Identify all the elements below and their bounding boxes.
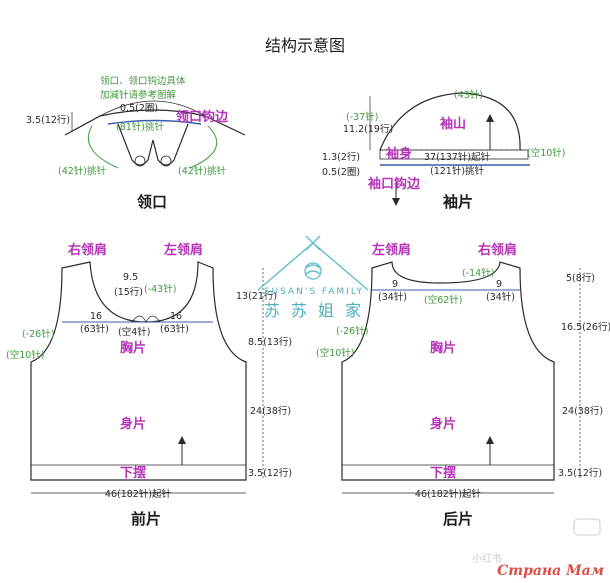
front-neck-dec: (-43针) bbox=[144, 283, 176, 295]
back-w-right: 9 bbox=[496, 279, 502, 290]
back-right-shoulder: 右领肩 bbox=[477, 242, 517, 258]
watermark-corner: Страна Мам bbox=[497, 563, 604, 579]
yarn-ball-strands bbox=[305, 264, 321, 275]
collar-pickup: (81针)挑针 bbox=[116, 121, 165, 133]
watermark-roof bbox=[257, 242, 369, 291]
back-body: 身片 bbox=[430, 416, 456, 432]
back-h-neck: 5(8行) bbox=[566, 272, 595, 284]
collar-button-right bbox=[160, 155, 172, 167]
watermark-brand-en: SUSAN'S FAMILY bbox=[264, 287, 364, 297]
back-arm-space: (空10针) bbox=[316, 347, 355, 359]
front-w-left-st: (63针) bbox=[80, 323, 109, 335]
back-outline bbox=[341, 261, 555, 481]
collar-top-rounds: 0.5(2圈) bbox=[120, 103, 158, 114]
front-caption: 前片 bbox=[131, 510, 161, 528]
front-h-chest: 8.5(13行) bbox=[248, 336, 292, 348]
front-arm-dec: (-26针) bbox=[22, 328, 54, 340]
front-arm-space: (空10针) bbox=[6, 349, 45, 361]
collar-neck-outline bbox=[64, 109, 246, 136]
front-h-hem: 3.5(12行) bbox=[248, 467, 292, 479]
back-w-right-st: (34针) bbox=[486, 291, 515, 303]
front-center-notch bbox=[131, 315, 161, 323]
back-w-left-st: (34针) bbox=[378, 291, 407, 303]
sleeve-cap-label: 袖山 bbox=[440, 116, 466, 132]
back-piece: 左领肩 右领肩 (-14针) 9 (34针) (空62针) 9 (34针) (-… bbox=[316, 242, 610, 528]
front-center-space: (空4针) bbox=[118, 326, 150, 338]
front-h-body: 24(38行) bbox=[250, 405, 291, 417]
back-neck-dec: (-14针) bbox=[462, 267, 494, 279]
front-body: 身片 bbox=[120, 416, 146, 432]
sleeve-edge-label: 袖口钩边 bbox=[368, 176, 421, 192]
back-w-left: 9 bbox=[392, 279, 398, 290]
collar-blue-edge bbox=[107, 119, 202, 125]
collar-edge-label: 领口钩边 bbox=[176, 109, 229, 125]
sleeve-top-count: (43针) bbox=[454, 89, 483, 101]
collar-green-edge bbox=[87, 125, 218, 169]
watermark: SUSAN'S FAMILY 苏 苏 姐 家 小红书 Страна Мам bbox=[257, 235, 604, 579]
collar-button-left bbox=[134, 155, 146, 167]
back-chest: 胸片 bbox=[430, 340, 456, 356]
back-h-body: 24(38行) bbox=[562, 405, 603, 417]
watermark-brand-cn: 苏 苏 姐 家 bbox=[264, 301, 364, 320]
front-w-right-st: (63针) bbox=[160, 323, 189, 335]
front-neck-rows: (15行) bbox=[114, 286, 143, 298]
back-h-arm: 16.5(26行) bbox=[561, 321, 610, 333]
yarn-ball-icon bbox=[304, 262, 322, 280]
collar-note-line2: 加减针请参考图解 bbox=[100, 89, 177, 101]
watermark-cross bbox=[305, 235, 321, 251]
small-badge bbox=[573, 518, 601, 536]
sleeve-edge-rows: 0.5(2圈) bbox=[322, 167, 360, 178]
sleeve-body-rows: 1.3(2行) bbox=[322, 151, 360, 163]
back-arm-dec: (-26针) bbox=[336, 325, 368, 337]
sleeve-pickup: (121针)挑针 bbox=[430, 165, 485, 177]
sleeve-start: 37(137针)起针 bbox=[424, 151, 491, 163]
diagram-title: 结构示意图 bbox=[265, 36, 345, 55]
sleeve-body-label: 袖身 bbox=[386, 146, 412, 162]
front-h-arm: 13(21行) bbox=[236, 290, 277, 302]
sleeve-caption: 袖片 bbox=[443, 193, 473, 211]
sleeve-dec: (-37针) bbox=[346, 111, 378, 123]
sleeve-body-band bbox=[379, 149, 529, 160]
sleeve-diagram: (43针) (-37针) 11.2(19行) 袖山 1.3(2行) 袖身 37(… bbox=[322, 89, 566, 211]
collar-note-line1: 领口、领口钩边具体 bbox=[100, 75, 186, 87]
collar-rows-left: 3.5(12行) bbox=[26, 114, 70, 126]
front-w-right: 16 bbox=[170, 311, 182, 322]
sleeve-cap-outline bbox=[379, 92, 521, 151]
back-left-shoulder: 左领肩 bbox=[372, 242, 411, 258]
front-hem: 下摆 bbox=[120, 465, 146, 481]
front-left-shoulder: 左领肩 bbox=[164, 242, 203, 258]
collar-caption: 领口 bbox=[136, 193, 167, 211]
watermark-small: 小红书 bbox=[472, 552, 502, 565]
sleeve-cap-rows: 11.2(19行) bbox=[343, 123, 393, 135]
back-h-hem: 3.5(12行) bbox=[558, 467, 602, 479]
back-bottom: 46(182针)起针 bbox=[415, 488, 482, 500]
collar-pick-left: (42针)挑针 bbox=[58, 165, 107, 177]
back-hem: 下摆 bbox=[430, 465, 456, 481]
front-chest: 胸片 bbox=[120, 340, 146, 356]
sleeve-space: (空10针) bbox=[527, 147, 566, 159]
front-bottom: 46(182针)起针 bbox=[105, 488, 172, 500]
back-caption: 后片 bbox=[443, 510, 473, 528]
front-right-shoulder: 右领肩 bbox=[67, 242, 107, 258]
collar-diagram: 领口、领口钩边具体 加减针请参考图解 3.5(12行) 0.5(2圈) (81针… bbox=[26, 75, 246, 211]
front-piece: 右领肩 左领肩 9.5 (15行) (-43针) 16 (63针) (空4针) … bbox=[6, 242, 292, 528]
front-w-left: 16 bbox=[90, 311, 102, 322]
back-center-space: (空62针) bbox=[424, 294, 463, 306]
collar-outer-arc bbox=[99, 100, 206, 117]
front-neck-h: 9.5 bbox=[123, 272, 138, 283]
collar-pick-right: (42针)挑针 bbox=[178, 165, 227, 177]
